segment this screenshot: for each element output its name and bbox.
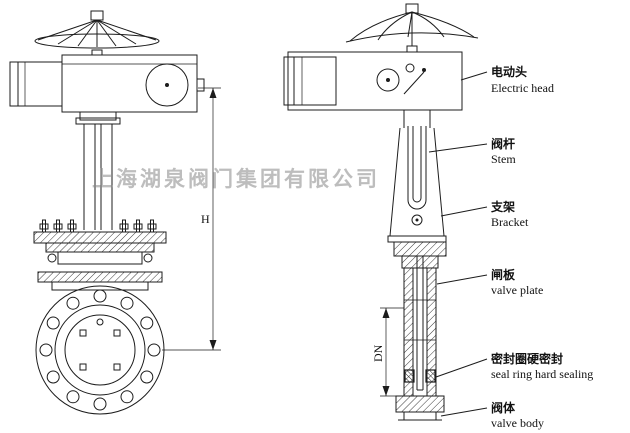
side-view: DN [283, 3, 479, 421]
callout-valve-plate-zh: 闸板 [491, 267, 516, 282]
yoke-stem-front [75, 117, 121, 230]
callout-electric-head-zh: 电动头 [491, 64, 527, 79]
dimension-H-label: H [201, 212, 210, 226]
bonnet-flange-front [33, 219, 167, 291]
body-side [393, 241, 447, 421]
watermark-text: 上海湖泉阀门集团有限公司 [92, 167, 380, 191]
callout-electric-head-en: Electric head [491, 81, 554, 95]
stem-side [407, 126, 427, 226]
callout-stem-en: Stem [491, 152, 516, 166]
callout-bracket-zh: 支架 [490, 199, 515, 214]
callout-valve-body-en: valve body [491, 416, 544, 430]
seal-ring-right [425, 369, 436, 383]
callout-valve-plate-en: valve plate [491, 283, 543, 297]
callout-bracket-en: Bracket [491, 215, 529, 229]
actuator-front [9, 54, 205, 121]
callout-valve-body-zh: 阀体 [491, 400, 516, 415]
handwheel-side [345, 3, 479, 53]
handwheel-front [34, 10, 160, 56]
dimension-DN-label: DN [371, 344, 385, 362]
bracket-side [387, 110, 447, 243]
dimension-DN: DN [371, 307, 404, 397]
callout-stem-zh: 阀杆 [491, 136, 515, 151]
front-view: H [9, 10, 221, 415]
seal-ring-left [404, 369, 415, 383]
actuator-side [283, 51, 463, 111]
callouts: 电动头 Electric head 阀杆 Stem 支架 Bracket 闸板 … [428, 64, 593, 430]
dimension-H: H [162, 87, 221, 351]
body-front [35, 285, 165, 415]
callout-seal-ring-en: seal ring hard sealing [491, 367, 593, 381]
callout-seal-ring-zh: 密封圈硬密封 [491, 351, 563, 366]
